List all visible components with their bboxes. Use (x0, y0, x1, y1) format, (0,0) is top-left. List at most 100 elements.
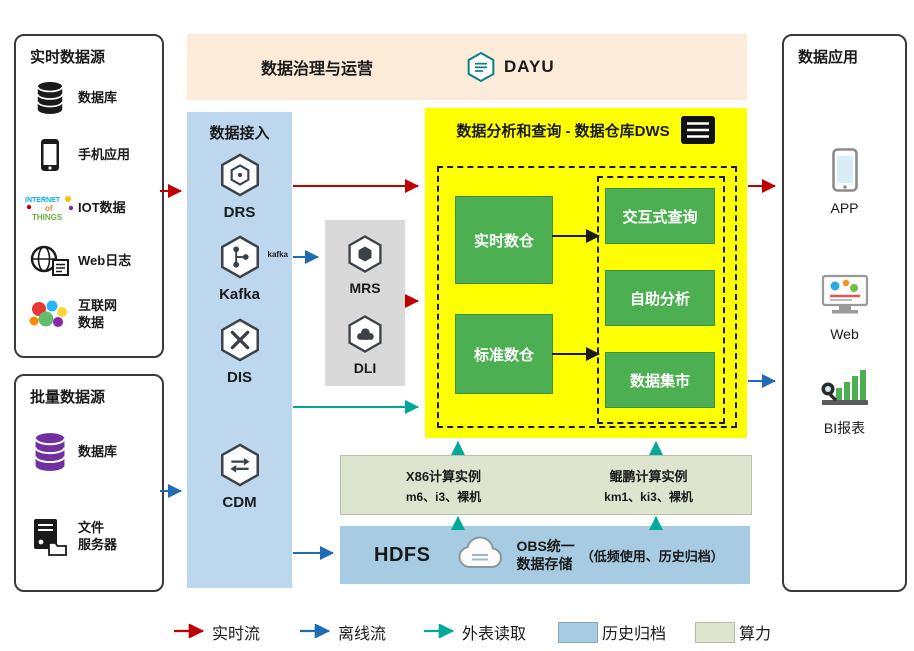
svg-text:of: of (45, 204, 53, 213)
drs-hexagon-icon (220, 153, 259, 197)
bi-report-icon (821, 370, 868, 405)
source-item-web-log: Web日志 (22, 245, 156, 277)
internet-data-icon (22, 299, 78, 331)
obs-cloud-icon (456, 535, 508, 576)
dws-analysis-box: 数据分析和查询 - 数据仓库DWS 实时数仓 标准数仓 交互式查询 自助分析 数… (425, 108, 747, 438)
processing-item-label: MRS (349, 280, 381, 296)
ingestion-item-dis: DIS (187, 317, 292, 386)
ingestion-item-label: DIS (226, 369, 252, 386)
web-monitor-icon (821, 274, 868, 314)
source-item-database: 数据库 (22, 81, 156, 115)
ingestion-item-label: CDM (222, 494, 257, 511)
kafka-hexagon-icon (220, 235, 259, 279)
standard-warehouse-box: 标准数仓 (455, 314, 553, 394)
iot-icon: INTERNET of THINGS (22, 193, 78, 223)
legend-external-label: 外表读取 (462, 626, 527, 643)
obs-storage-line1: OBS统一 (516, 537, 575, 554)
batch-sources-panel: 批量数据源 数据库 文件 服务器 (14, 374, 164, 592)
interactive-query-box: 交互式查询 (605, 188, 715, 244)
ingestion-item-kafka: kafka Kafka (187, 234, 292, 303)
x86-compute-title: X86计算实例 (405, 468, 482, 484)
legend-external-arrow-icon (424, 624, 455, 638)
database-purple-icon (22, 432, 78, 472)
source-item-label: Web日志 (78, 252, 132, 268)
application-item-label: BI报表 (823, 420, 866, 436)
svg-text:THINGS: THINGS (32, 213, 63, 222)
governance-banner-title: 数据治理与运营 (261, 61, 374, 78)
self-service-analysis-box: 自助分析 (605, 270, 715, 326)
database-icon (22, 81, 78, 115)
legend-compute-swatch (695, 622, 735, 643)
application-item-app: APP (784, 148, 905, 216)
obs-storage-title: OBS统一 数据存储 (516, 537, 574, 573)
application-item-web: Web (784, 274, 905, 342)
dws-title: 数据分析和查询 - 数据仓库DWS (456, 122, 670, 140)
legend-offline-arrow-icon (300, 624, 331, 638)
source-item-label: 互联网数据 (78, 298, 118, 330)
hdfs-label: HDFS (374, 543, 431, 566)
web-log-icon (22, 245, 78, 277)
source-item-label: 数据库 (78, 443, 118, 459)
kunpeng-compute-title: 鲲鹏计算实例 (609, 468, 688, 484)
legend-realtime-arrow-icon (174, 624, 205, 638)
dws-outer-dashed-border (437, 166, 737, 428)
kunpeng-compute-subtitle: km1、ki3、裸机 (604, 489, 693, 504)
dayu-logo-text: DAYU (504, 57, 555, 76)
app-phone-icon (831, 148, 858, 192)
source-item-label: 数据库 (78, 89, 118, 105)
obs-storage-note: （低频使用、历史归档） (580, 548, 724, 564)
governance-banner: 数据治理与运营 DAYU (187, 34, 747, 100)
legend-archive-label: 历史归档 (602, 626, 667, 643)
realtime-warehouse-box: 实时数仓 (455, 196, 553, 284)
obs-storage-line2: 数据存储 (516, 556, 573, 572)
processing-box: MRS DLI (325, 220, 405, 386)
source-item-label: 手机应用 (78, 146, 131, 162)
processing-item-dli: DLI (325, 314, 405, 376)
x86-compute-block: X86计算实例 m6、i3、裸机 (341, 456, 546, 514)
applications-title: 数据应用 (798, 49, 859, 66)
dayu-logo: DAYU (465, 50, 555, 84)
legend-compute-label: 算力 (739, 626, 772, 643)
file-server-icon (22, 518, 78, 556)
compute-instances-strip: X86计算实例 m6、i3、裸机 鲲鹏计算实例 km1、ki3、裸机 (340, 455, 752, 515)
cdm-hexagon-icon (220, 443, 259, 487)
storage-strip: HDFS OBS统一 数据存储 （低频使用、历史归档） (340, 526, 750, 584)
dayu-hexagon-icon (467, 51, 495, 83)
ingestion-item-label: DRS (223, 204, 256, 221)
legend: 实时流 离线流 外表读取 历史归档 算力 (0, 613, 914, 649)
ingestion-column: 数据接入 DRS kafka Kafka (187, 112, 292, 588)
ingestion-item-cdm: CDM (187, 442, 292, 511)
source-item-file-server: 文件 服务器 (22, 518, 156, 556)
application-item-bi: BI报表 (784, 366, 905, 438)
ingestion-title: 数据接入 (209, 125, 270, 142)
dws-document-icon (680, 116, 715, 144)
source-item-label: 文件 服务器 (78, 520, 118, 552)
dws-header: 数据分析和查询 - 数据仓库DWS (425, 115, 747, 145)
kunpeng-compute-block: 鲲鹏计算实例 km1、ki3、裸机 (546, 456, 751, 514)
applications-panel: 数据应用 APP Web (782, 34, 907, 592)
kafka-badge-text: kafka (267, 250, 288, 259)
svg-text:INTERNET: INTERNET (25, 197, 61, 204)
source-item-iot: INTERNET of THINGS IOT数据 (22, 193, 156, 223)
ingestion-item-label: Kafka (219, 286, 260, 303)
processing-item-label: DLI (353, 360, 377, 376)
application-item-label: APP (830, 200, 859, 216)
source-item-mobile-app: 手机应用 (22, 138, 156, 172)
source-item-label: IOT数据 (78, 199, 126, 215)
processing-item-mrs: MRS (325, 234, 405, 296)
mobile-phone-icon (22, 138, 78, 172)
legend-archive-swatch (558, 622, 598, 643)
x86-compute-subtitle: m6、i3、裸机 (405, 489, 482, 504)
mrs-hexagon-icon (348, 235, 382, 273)
realtime-sources-title: 实时数据源 (30, 49, 106, 66)
source-item-internet-data: 互联网数据 (22, 298, 156, 332)
dli-hexagon-icon (348, 315, 382, 353)
batch-sources-title: 批量数据源 (30, 389, 106, 406)
legend-realtime-label: 实时流 (212, 626, 261, 643)
application-item-label: Web (830, 326, 859, 342)
realtime-sources-panel: 实时数据源 数据库 手机应用 (14, 34, 164, 358)
dws-services-dashed-border (597, 176, 725, 424)
legend-offline-label: 离线流 (338, 626, 387, 643)
source-item-batch-database: 数据库 (22, 432, 156, 472)
